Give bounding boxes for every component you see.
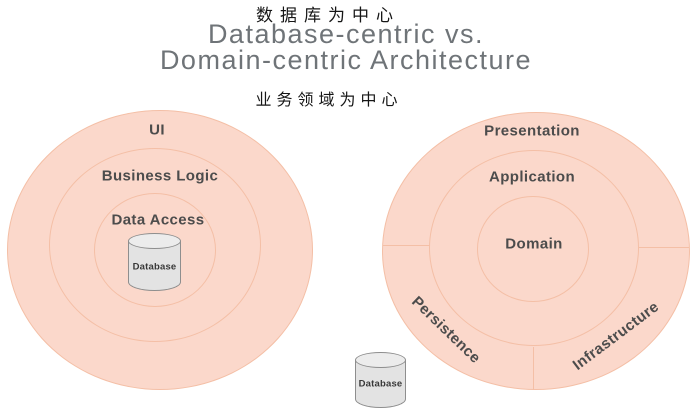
business-logic-ring-label: Business Logic: [101, 167, 219, 185]
cylinder-top-ellipse: [128, 233, 181, 249]
data-access-ring-circle: [94, 193, 216, 307]
outer-ring-divider-left: [383, 245, 430, 246]
title-line-1: Database-centric vs.: [207, 19, 485, 49]
cylinder-body: [355, 360, 406, 408]
outer-ring-divider-right: [639, 247, 689, 248]
caption-database-centric-cn: 数据库为中心: [256, 6, 400, 25]
page-title: Database-centric vs. Domain-centric Arch…: [159, 19, 533, 75]
ui-ring-label: UI: [149, 121, 165, 139]
cylinder-top-ellipse: [355, 352, 406, 368]
application-ring-label: Application: [488, 168, 576, 186]
cylinder-body: [128, 241, 181, 291]
application-ring-circle: [429, 150, 639, 346]
title-line-2: Domain-centric Architecture: [159, 45, 533, 75]
domain-ring-label: Domain: [505, 235, 563, 253]
outer-ring-divider-bottom: [533, 347, 534, 390]
domain-ring-circle: [477, 196, 589, 302]
database-label: Database: [132, 261, 177, 273]
data-access-ring-label: Data Access: [111, 211, 205, 229]
database-cylinder-external: Database: [355, 352, 406, 408]
database-cylinder-center: Database: [128, 233, 181, 291]
business-logic-ring-circle: [49, 148, 261, 342]
presentation-ring-label: Presentation: [484, 122, 580, 140]
caption-domain-centric-cn: 业务领域为中心: [255, 92, 403, 109]
database-label: Database: [358, 378, 403, 390]
